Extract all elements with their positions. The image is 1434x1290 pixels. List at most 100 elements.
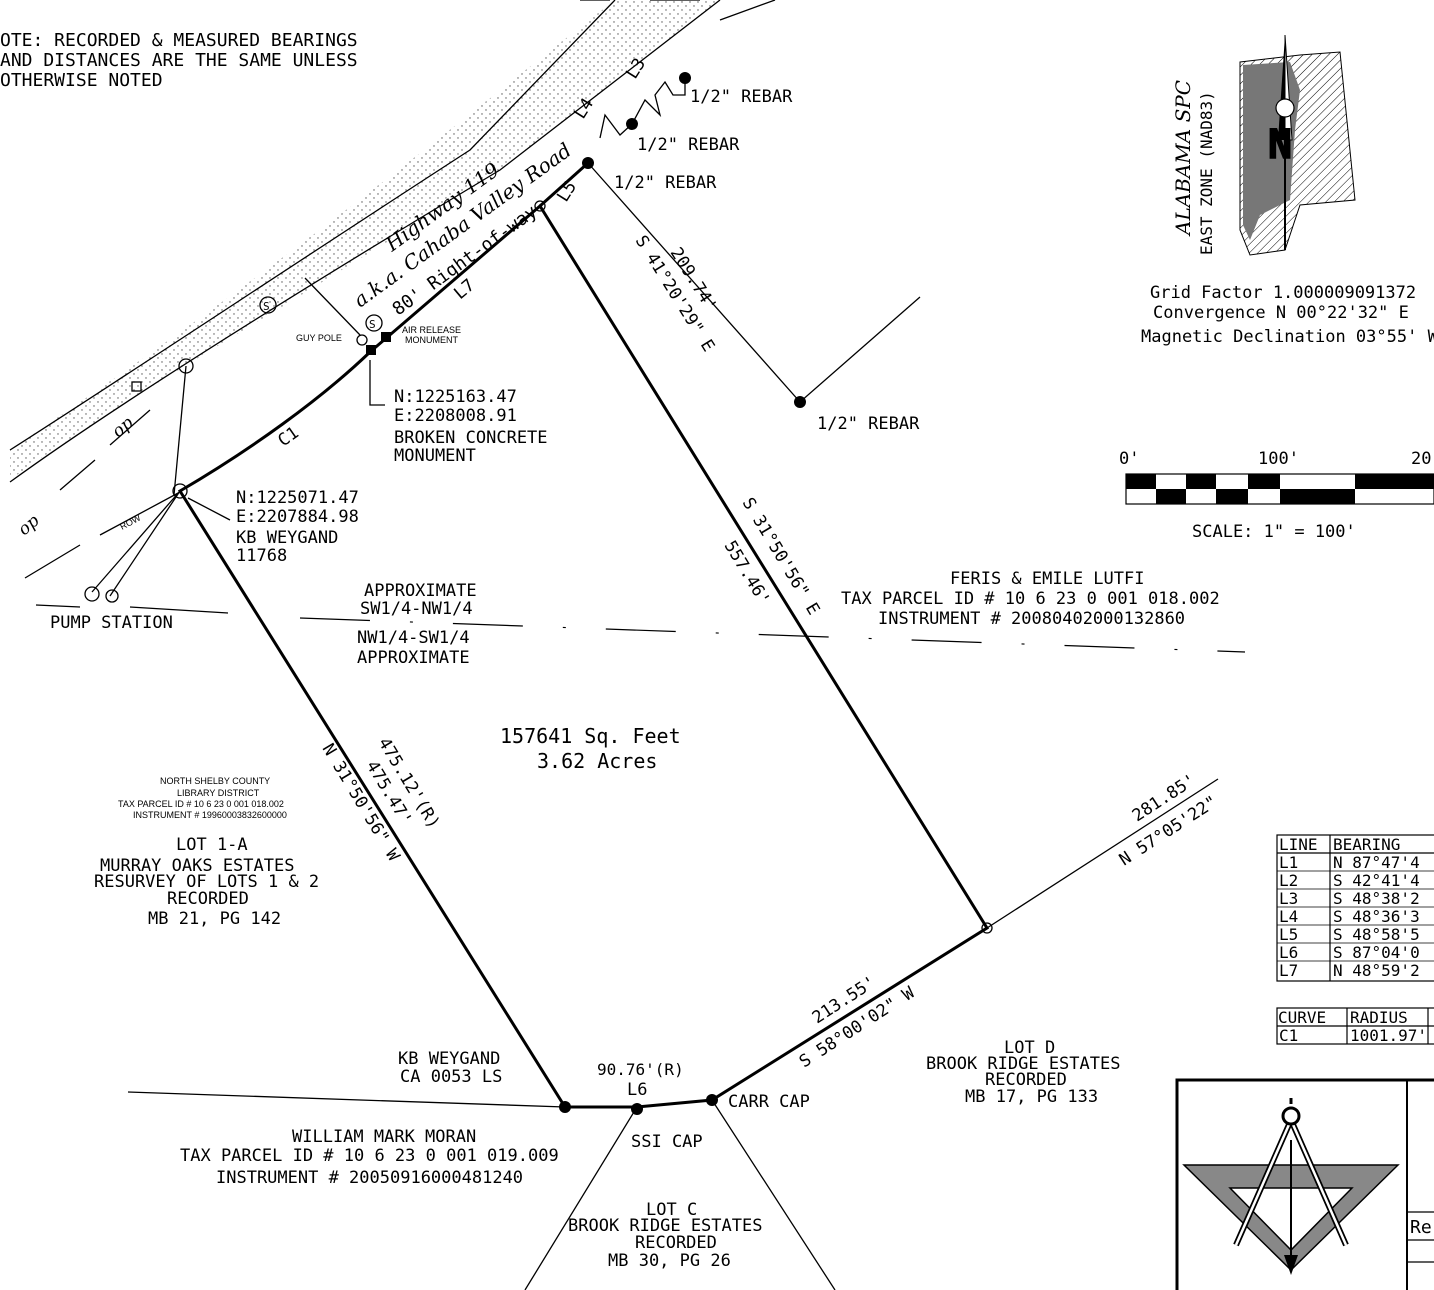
company-logo	[1182, 1098, 1400, 1275]
table-cell: L6	[1279, 943, 1298, 962]
table-cell: L1	[1279, 853, 1298, 872]
pole-line	[91, 365, 187, 597]
easting: E:2207884.98	[236, 507, 359, 527]
road-edge-south	[9, 0, 721, 483]
line-label: L5	[553, 178, 581, 206]
adjoiner-line	[524, 1106, 638, 1290]
table-header: LINE	[1279, 835, 1318, 854]
air-release-label: MONUMENT	[405, 335, 458, 345]
title-block: Re	[1175, 1078, 1434, 1290]
table-cell: N 48°59'2	[1333, 961, 1420, 980]
subdivision-name: BROOK RIDGE ESTATES	[926, 1054, 1120, 1074]
note-line: OTE: RECORDED & MEASURED BEARINGS	[0, 30, 358, 51]
table-cell: L5	[1279, 925, 1298, 944]
rebar-leader	[631, 78, 686, 125]
pump-marker	[105, 589, 119, 603]
magnetic-declination: Magnetic Declination 03°55' W	[1141, 327, 1434, 347]
curve-table: CURVE RADIUS C1 1001.97'	[1276, 1007, 1434, 1045]
distance-call: 90.76'(R)	[597, 1060, 684, 1079]
table-cell: S 48°38'2	[1333, 889, 1420, 908]
note-line: OTHERWISE NOTED	[0, 70, 163, 91]
svg-text:S: S	[369, 318, 376, 331]
table-cell: L7	[1279, 961, 1298, 980]
line-l5	[538, 161, 590, 208]
owner-instrument: INSTRUMENT # 20080402000132860	[878, 609, 1185, 629]
easting: E:2208008.91	[394, 406, 517, 426]
road-edge-north	[9, 0, 616, 451]
owner-parcel: TAX PARCEL ID # 10 6 23 0 001 018.002	[841, 589, 1220, 609]
subdivision-name: MURRAY OAKS ESTATES	[100, 856, 294, 876]
bearing-call: S 31°50'56" E	[738, 494, 824, 618]
quarter-label: APPROXIMATE	[364, 581, 477, 601]
rebar-label: 1/2" REBAR	[817, 414, 920, 434]
table-cell: L3	[1279, 889, 1298, 908]
lot-label: LOT 1-A	[176, 835, 248, 855]
table-cell: N 87°47'4	[1333, 853, 1420, 872]
zone-label: EAST ZONE (NAD83)	[1197, 91, 1216, 255]
table-header: RADIUS	[1350, 1008, 1408, 1027]
road-edge-east	[719, 0, 776, 21]
pump-fence	[35, 604, 229, 614]
monument-leader	[187, 497, 231, 521]
monument-description: KB WEYGAND	[236, 528, 338, 548]
map-book: MB 21, PG 142	[148, 909, 281, 929]
scale-bar: 0' 100' 20 SCALE: 1" = 100'	[1119, 449, 1434, 542]
table-header: CURVE	[1278, 1008, 1326, 1027]
map-book: MB 30, PG 26	[608, 1251, 731, 1271]
monument-description: MONUMENT	[394, 446, 476, 466]
op-line	[59, 409, 151, 491]
rebar-marker	[582, 157, 594, 169]
owner-name: LIBRARY DISTRICT	[177, 788, 260, 798]
road-right-of-way	[10, 0, 720, 480]
scale-tick: 20	[1411, 449, 1431, 469]
table-cell: L2	[1279, 871, 1298, 890]
table-cell: 1001.97'	[1350, 1026, 1427, 1045]
owner-parcel: TAX PARCEL ID # 10 6 23 0 001 018.002	[118, 799, 284, 809]
table-cell: S 48°58'5	[1333, 925, 1420, 944]
broken-monument-marker	[366, 345, 376, 355]
guy-pole-marker	[356, 334, 368, 346]
table-cell: S 42°41'4	[1333, 871, 1420, 890]
adjoiner-line	[711, 1099, 836, 1290]
air-release-marker	[381, 332, 391, 342]
quarter-label: SW1/4-NW1/4	[360, 599, 473, 619]
adjoiner-name: KB WEYGAND	[398, 1049, 500, 1069]
iron-pin	[981, 922, 993, 934]
note-line: AND DISTANCES ARE THE SAME UNLESS	[0, 50, 358, 71]
table-cell: L4	[1279, 907, 1298, 926]
recorded-label: RECORDED	[167, 889, 249, 909]
map-book: MB 17, PG 133	[965, 1087, 1098, 1107]
op-label: op	[108, 413, 137, 442]
convergence: Convergence N 00°22'32" E	[1153, 303, 1409, 323]
monument-leader	[369, 360, 385, 406]
power-pole-marker	[178, 358, 194, 374]
scale-label: SCALE: 1" = 100'	[1192, 522, 1356, 542]
sewer-manhole: S	[259, 296, 277, 314]
quarter-label: NW1/4-SW1/4	[357, 628, 470, 648]
table-cell: S 87°04'0	[1333, 943, 1420, 962]
monument-description: BROKEN CONCRETE	[394, 428, 548, 448]
northing: N:1225163.47	[394, 387, 517, 407]
rebar-leader	[599, 113, 633, 139]
op-label: op	[14, 511, 43, 540]
rebar-label: 1/2" REBAR	[637, 135, 740, 155]
grid-factor: Grid Factor 1.000009091372	[1150, 283, 1416, 303]
lot-label: LOT D	[1004, 1038, 1055, 1058]
scale-tick: 0'	[1119, 449, 1139, 469]
north-letter: N	[1268, 122, 1292, 168]
line-table: LINE BEARING L1 N 87°47'4 L2 S 42°41'4 L…	[1276, 834, 1434, 982]
carr-cap-marker	[706, 1094, 718, 1106]
quarter-label: APPROXIMATE	[357, 648, 470, 668]
owner-parcel: TAX PARCEL ID # 10 6 23 0 001 019.009	[180, 1146, 559, 1166]
adjoiner-line	[986, 778, 1219, 929]
area-sqft: 157641 Sq. Feet	[500, 724, 681, 748]
ssi-cap-marker	[631, 1103, 643, 1115]
revision-header: Re	[1410, 1217, 1432, 1238]
subdivision-name: BROOK RIDGE ESTATES	[568, 1216, 762, 1236]
table-cell: S 48°36'3	[1333, 907, 1420, 926]
north-arrow: N ALABAMA SPC EAST ZONE (NAD83)	[1171, 34, 1356, 256]
air-release-label: AIR RELEASE	[402, 325, 461, 335]
svg-text:S: S	[263, 300, 270, 313]
pump-marker	[84, 586, 100, 602]
table-header: BEARING	[1333, 835, 1400, 854]
